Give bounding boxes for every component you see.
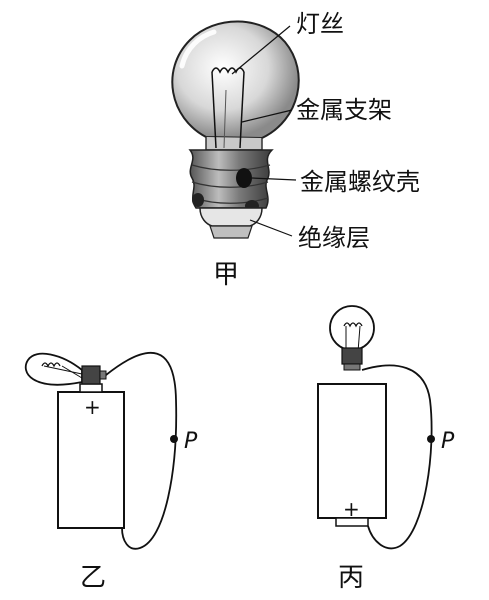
bulb-c-glass bbox=[329, 305, 375, 351]
wire-c bbox=[361, 364, 433, 550]
battery-c bbox=[317, 383, 387, 519]
insulation-leader bbox=[249, 219, 293, 237]
label-filament: 灯丝 bbox=[296, 10, 344, 38]
caption-figure-b: 乙 bbox=[80, 563, 106, 593]
bulb-c-base bbox=[341, 347, 363, 365]
bulb-photo-illustration bbox=[171, 20, 300, 239]
point-p-b-label: P bbox=[184, 429, 198, 454]
battery-b-plus-sign: + bbox=[84, 395, 101, 419]
bulb-b-glass bbox=[24, 352, 83, 386]
screw-shell-leader bbox=[251, 177, 297, 181]
point-p-b bbox=[170, 435, 178, 443]
bulb-b-base bbox=[81, 365, 101, 385]
battery-b bbox=[57, 391, 125, 529]
battery-b-terminal bbox=[79, 383, 103, 393]
battery-c-plus-sign: + bbox=[343, 497, 360, 521]
metal-support-leader bbox=[241, 109, 293, 123]
point-p-c bbox=[427, 435, 435, 443]
caption-figure-c: 丙 bbox=[338, 563, 364, 593]
point-p-c-label: P bbox=[441, 429, 455, 454]
caption-figure-a: 甲 bbox=[213, 260, 239, 290]
label-metal-support: 金属支架 bbox=[296, 96, 392, 124]
label-insulation-layer: 绝缘层 bbox=[298, 224, 370, 252]
battery-c-terminal bbox=[335, 517, 369, 527]
wire-b bbox=[105, 351, 178, 550]
figure-b-circuit: + P 乙 bbox=[24, 351, 198, 593]
figure-c-circuit: + P 丙 bbox=[317, 305, 455, 593]
filament-leader bbox=[231, 25, 291, 75]
label-metal-screw-shell: 金属螺纹壳 bbox=[300, 168, 420, 196]
